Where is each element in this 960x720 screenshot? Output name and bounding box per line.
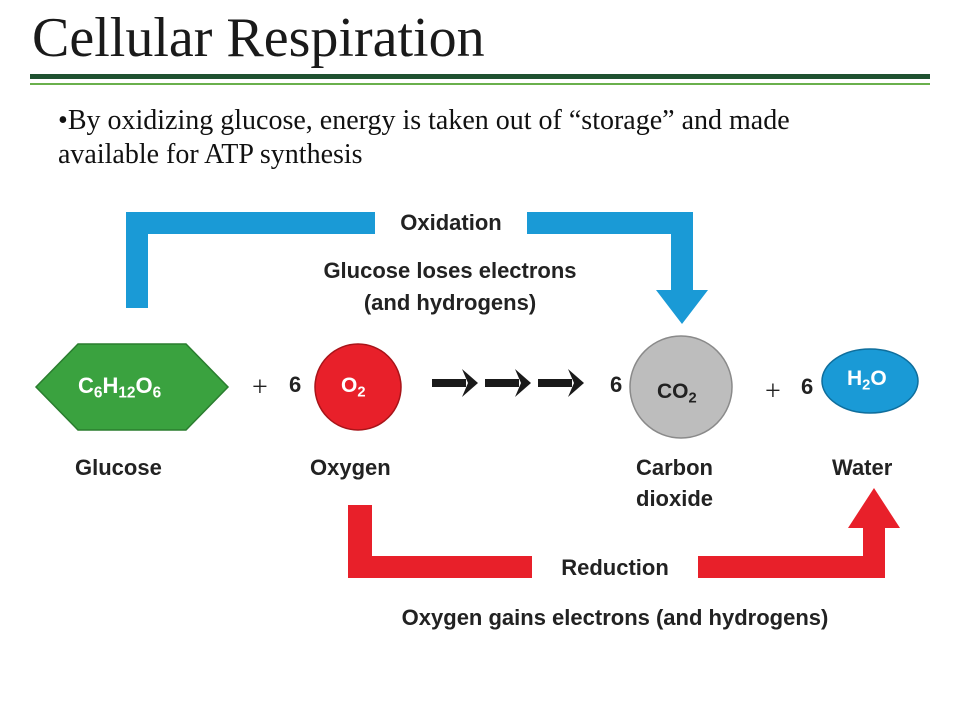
glucose-c: C: [78, 373, 94, 398]
oxygen-coefficient: 6: [289, 372, 302, 397]
co2-formula: CO2: [657, 380, 697, 407]
oxygen-count: 2: [357, 384, 366, 401]
glucose-name: Glucose: [75, 455, 162, 480]
water-o: O: [870, 367, 887, 390]
glucose-o-count: 6: [152, 384, 162, 402]
co2-count: 2: [688, 390, 697, 407]
water-ellipse: [821, 348, 919, 414]
oxygen-o: O: [341, 374, 358, 397]
oxidation-caption-line2: (and hydrogens): [363, 290, 537, 315]
water-count: 2: [862, 377, 871, 394]
reaction-arrows-icon: [432, 369, 584, 397]
oxidation-arrow: [126, 212, 708, 324]
water-h: H: [847, 367, 863, 390]
reduction-caption: Oxygen gains electrons (and hydrogens): [401, 605, 829, 630]
oxidation-label: Oxidation: [375, 209, 527, 237]
reduction-label: Reduction: [532, 554, 698, 582]
bullet-text: By oxidizing glucose, energy is taken ou…: [58, 105, 790, 170]
glucose-o: O: [135, 373, 153, 398]
co2-name-line1: Carbon: [636, 455, 713, 480]
oxygen-formula: O2: [341, 374, 366, 401]
glucose-hexagon: [34, 343, 230, 431]
glucose-formula: C6H12O6: [78, 373, 162, 402]
oxygen-circle: [314, 343, 402, 431]
water-coefficient: 6: [801, 374, 814, 399]
glucose-h: H: [102, 373, 119, 398]
water-name: Water: [832, 455, 893, 480]
oxygen-name: Oxygen: [310, 455, 391, 480]
co2-circle: [629, 335, 733, 439]
co2-coefficient: 6: [610, 372, 623, 397]
co2-co: CO: [657, 380, 689, 403]
plus-sign-2: +: [765, 376, 781, 407]
slide-title: Cellular Respiration: [32, 7, 485, 69]
plus-sign-1: +: [252, 372, 268, 403]
bullet-marker: •: [58, 105, 68, 136]
glucose-c-count: 6: [93, 384, 103, 402]
title-rule-light: [30, 83, 930, 85]
water-formula: H2O: [847, 367, 887, 394]
oxidation-caption-line1: Glucose loses electrons: [323, 258, 577, 283]
co2-name-line2: dioxide: [636, 486, 714, 511]
glucose-h-count: 12: [118, 384, 136, 402]
bullet-point: •By oxidizing glucose, energy is taken o…: [58, 104, 858, 172]
title-rule-dark: [30, 74, 930, 79]
